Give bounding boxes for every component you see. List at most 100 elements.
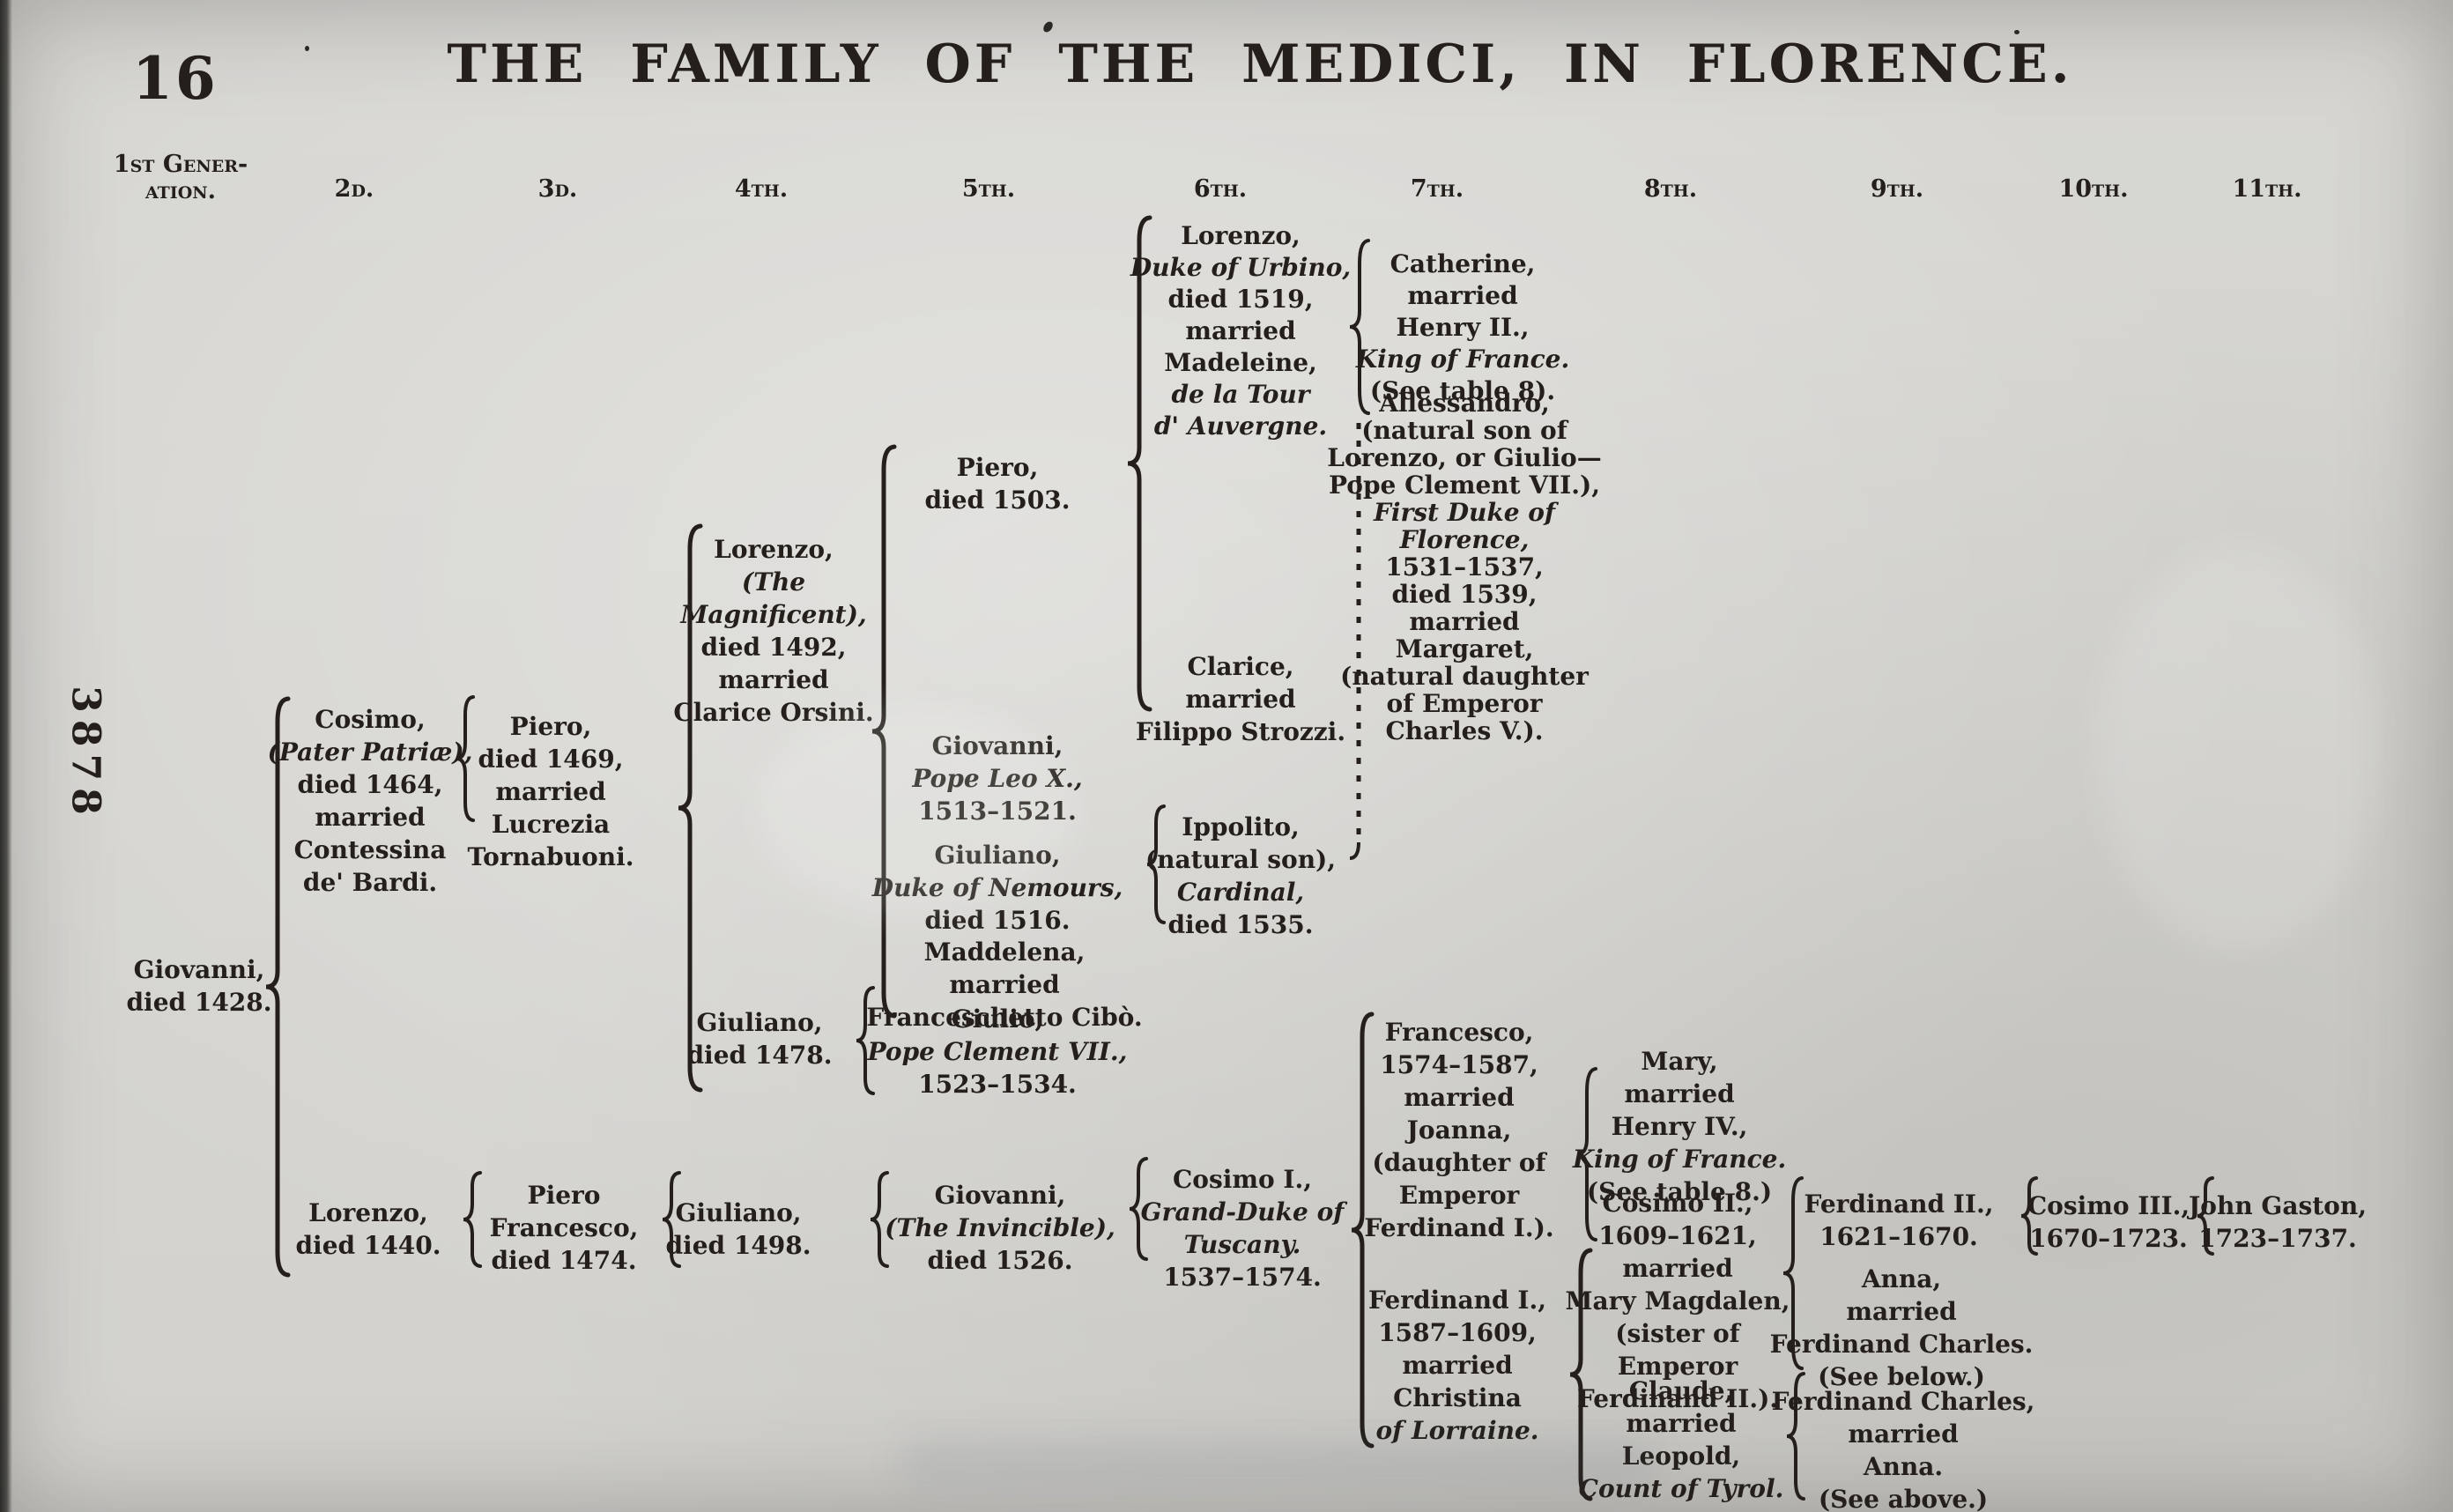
person-text-line: (natural son of: [1361, 416, 1567, 445]
person-text-line: died 1503.: [924, 485, 1071, 515]
person-text-line: Giulio,: [951, 1004, 1044, 1034]
person-text-line: Lorenzo,: [1181, 221, 1301, 250]
person-text-line: Florence,: [1399, 525, 1530, 554]
person-text-line: Mary,: [1641, 1047, 1718, 1076]
person-lorenzo-1440: Lorenzo,died 1440.: [295, 1197, 441, 1262]
person-text-line: of Lorraine.: [1375, 1416, 1539, 1445]
person-text-line: (natural daughter: [1340, 662, 1589, 691]
brace-children-of-giovanni-1428: [265, 696, 291, 1278]
person-text-line: Lorenzo, or Giulio—: [1327, 443, 1602, 472]
person-text-line: Anna,: [1861, 1264, 1942, 1293]
person-lorenzo-duke-of-urbino: Lorenzo,Duke of Urbino,died 1519,married…: [1130, 220, 1351, 442]
person-text-line: Filippo Strozzi.: [1135, 717, 1346, 746]
person-text-line: Francesco,: [489, 1213, 639, 1242]
person-text-line: Cardinal,: [1176, 878, 1305, 907]
brace-children-of-cosimo-i: [1351, 1012, 1375, 1449]
person-text-line: Leopold,: [1621, 1442, 1741, 1471]
person-text-line: died 1478.: [686, 1041, 833, 1070]
brace-children-of-piero-1503: [1127, 215, 1152, 712]
scan-speck: [2014, 30, 2019, 34]
person-text-line: married: [1407, 281, 1518, 310]
person-giulio-pope-clement-vii: Giulio, Pope Clement VII., 1523–1534.: [868, 1003, 1128, 1101]
person-text-line: married: [1846, 1297, 1957, 1326]
scan-speck: [305, 46, 309, 51]
person-text-line: John Gaston,: [2189, 1191, 2367, 1220]
brace-children-of-francesco: [1576, 1067, 1597, 1241]
person-text-line: Christina: [1393, 1383, 1522, 1412]
person-text-line: died 1464,: [297, 770, 443, 799]
person-text-line: (natural son),: [1145, 845, 1337, 874]
person-text-line: of Emperor: [1386, 689, 1543, 718]
person-text-line: Claude,: [1628, 1376, 1734, 1405]
person-john-gaston: John Gaston,1723–1737.: [2189, 1190, 2367, 1255]
person-cosimo-iii: Cosimo III.,1670–1723.: [2027, 1190, 2190, 1255]
person-piero-1503: Piero,died 1503.: [924, 451, 1070, 516]
person-text-line: Maddelena,: [923, 938, 1086, 967]
person-text-line: 1670–1723.: [2029, 1224, 2188, 1253]
person-text-line: 1513–1521.: [918, 797, 1077, 826]
person-text-line: (See above.): [1818, 1485, 1989, 1512]
brace-children-of-cosimo-pater-patriae: [456, 695, 475, 822]
person-text-line: Henry IV.,: [1611, 1112, 1748, 1141]
person-text-line: Anna.: [1863, 1452, 1944, 1481]
person-ippolito: Ippolito,(natural son),Cardinal,died 153…: [1145, 811, 1336, 941]
person-text-line: Mary Magdalen,: [1565, 1286, 1790, 1316]
person-text-line: Pope Clement VII.,: [867, 1037, 1128, 1066]
person-text-line: 1609–1621,: [1598, 1221, 1757, 1250]
person-text-line: de' Bardi.: [302, 868, 438, 897]
person-text-line: Pope Leo X.,: [912, 764, 1083, 793]
generation-header-line: 6th.: [1193, 175, 1248, 203]
person-text-line: died 1539,: [1391, 580, 1538, 609]
person-text-line: married: [1626, 1409, 1737, 1438]
person-text-line: married: [1185, 685, 1296, 714]
person-giovanni-pope-leo-x: Giovanni, Pope Leo X., 1513–1521.: [912, 730, 1082, 827]
person-text-line: (See table 8.): [1586, 1177, 1773, 1206]
person-text-line: died 1498.: [665, 1231, 811, 1260]
person-text-line: Francesco,: [1384, 1018, 1534, 1047]
person-text-line: Ferdinand II.).: [1576, 1384, 1779, 1413]
person-text-line: 1523–1534.: [918, 1070, 1077, 1099]
generation-header-5: 5th.: [962, 176, 1015, 203]
person-text-line: Emperor: [1617, 1352, 1738, 1381]
generation-header-9: 9th.: [1871, 176, 1923, 203]
person-text-line: Ferdinand Charles,: [1771, 1387, 2035, 1416]
person-text-line: (See table 8).: [1369, 376, 1556, 405]
brace-children-of-ferdinand-ii: [2020, 1176, 2038, 1256]
person-text-line: Cosimo I.,: [1172, 1165, 1312, 1194]
person-text-line: married: [949, 970, 1060, 999]
person-text-line: Charles V.).: [1385, 716, 1544, 745]
person-text-line: 1587–1609,: [1378, 1318, 1537, 1347]
person-text-line: died 1428.: [126, 988, 272, 1017]
person-text-line: Ferdinand I.).: [1364, 1213, 1554, 1242]
person-text-line: Giovanni,: [931, 731, 1063, 760]
brace-children-of-giovanni-invincible: [1129, 1157, 1148, 1261]
person-giuliano-1498: Giuliano,died 1498.: [665, 1197, 811, 1262]
person-text-line: died 1474.: [491, 1246, 637, 1275]
person-text-line: Magnificent),: [680, 600, 867, 629]
person-text-line: married: [1848, 1419, 1959, 1449]
person-text-line: Tornabuoni.: [467, 842, 634, 871]
generation-header-line: 10th.: [2058, 175, 2129, 203]
person-text-line: Margaret,: [1395, 634, 1534, 663]
paper-smudge: [2097, 546, 2379, 952]
generation-header-11: 11th.: [2232, 176, 2301, 203]
person-text-line: Lorenzo,: [714, 535, 834, 564]
person-text-line: died 1469,: [478, 745, 624, 774]
person-ferdinand-ii: Ferdinand II.,1621–1670.: [1804, 1188, 1993, 1253]
person-text-line: Tuscany.: [1183, 1230, 1301, 1259]
page-title: THE FAMILY OF THE MEDICI, IN FLORENCE.: [447, 33, 2073, 95]
brace-children-of-piero-1469: [678, 523, 703, 1093]
generation-header-line: ation.: [145, 177, 217, 204]
generation-header-line: 3d.: [537, 175, 578, 203]
person-text-line: Madeleine,: [1164, 348, 1317, 377]
person-text-line: Ferdinand II.,: [1804, 1190, 1994, 1219]
